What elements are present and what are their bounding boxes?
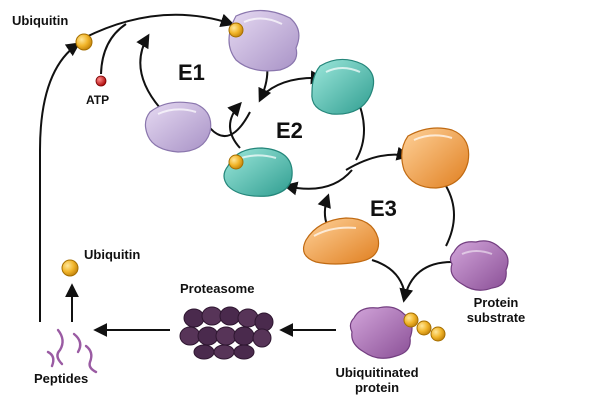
e3-enzyme-top-icon — [401, 127, 470, 189]
peptides-label: Peptides — [34, 371, 89, 386]
atp-icon — [95, 75, 107, 87]
ubiquitin-top-icon — [75, 33, 93, 51]
e2-label: E2 — [276, 118, 303, 143]
ubiquitinated-protein-icon — [349, 306, 446, 359]
e1-label: E1 — [178, 60, 205, 85]
ubiquitin-recycled-label: Ubiquitin — [84, 247, 141, 262]
e1-enzyme-free-icon — [144, 101, 212, 153]
e3-label: E3 — [370, 196, 397, 221]
e2-enzyme-loaded-icon — [223, 147, 293, 197]
proteasome-icon — [179, 306, 274, 360]
protein-substrate-label-line2: substrate — [466, 309, 526, 325]
degradation-arrows — [65, 283, 336, 337]
protein-substrate-icon — [449, 240, 509, 291]
e1-enzyme-loaded-icon — [228, 9, 300, 72]
protein-substrate-label-line1: Protein — [473, 295, 519, 310]
recycle-loop-arrow — [39, 13, 235, 322]
proteasome-label: Proteasome — [180, 281, 255, 296]
e3-enzyme-bottom-icon — [303, 217, 380, 265]
ubiquitinated-protein-label-line1: Ubiquitinated — [335, 365, 419, 380]
ubiquitinated-protein-label-line2: protein — [354, 379, 400, 395]
ubiquitin-top-label: Ubiquitin — [12, 13, 69, 28]
atp-label: ATP — [86, 93, 110, 107]
ubiquitinated-protein-label: Ubiquitinated protein — [322, 365, 432, 396]
e2-enzyme-free-icon — [311, 58, 375, 115]
protein-substrate-label: Protein substrate — [456, 295, 536, 326]
ubiquitin-recycled-icon — [61, 259, 79, 277]
peptides-icon — [46, 328, 98, 374]
